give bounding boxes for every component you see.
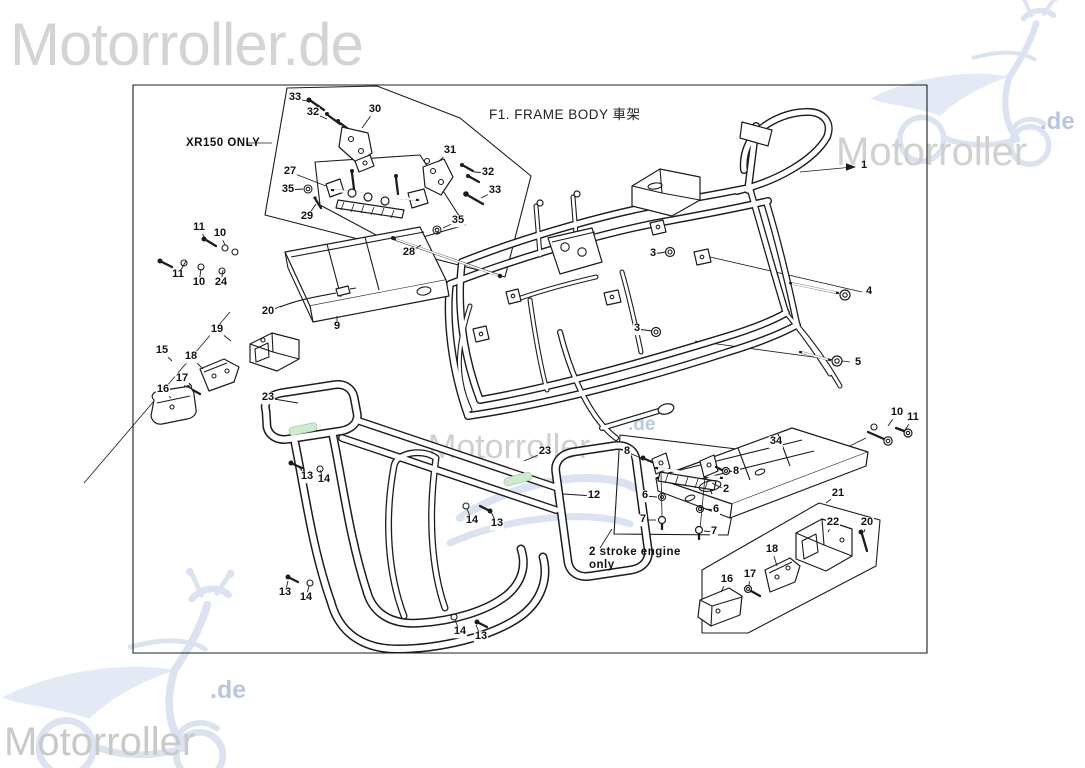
frame-details: [472, 121, 851, 415]
highlight-marks: [288, 422, 533, 487]
two-stroke-note-line2: only: [589, 559, 615, 571]
rear-rack: [655, 423, 913, 519]
xr150-parts: [303, 97, 503, 279]
leader-arrowhead: [846, 163, 856, 171]
two-stroke-note-line1: 2 stroke engine: [589, 546, 681, 558]
bumper-fasteners: [285, 460, 493, 629]
rear-mount-parts: [697, 518, 869, 627]
diagram-title: F1. FRAME BODY 車架: [489, 107, 641, 122]
xr150-only-label: XR150 ONLY: [186, 137, 261, 149]
two-stroke-mount-parts: [640, 452, 731, 541]
two-stroke-note: 2 stroke engine only: [589, 546, 681, 572]
front-rack: [157, 226, 450, 323]
left-mount-parts: [150, 285, 357, 425]
